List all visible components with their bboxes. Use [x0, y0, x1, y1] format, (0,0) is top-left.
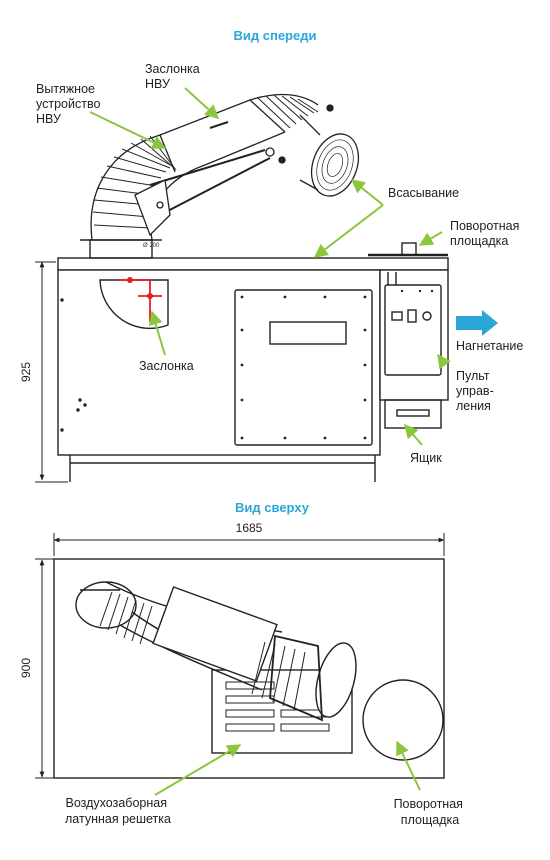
drawer	[384, 399, 442, 429]
depth-dimension	[35, 558, 54, 779]
label-damper: Заслонка	[139, 359, 194, 373]
top-leaders	[154, 740, 421, 796]
panel-bolts	[240, 295, 367, 440]
label-control-panel: Пульт управ- ления	[456, 369, 497, 413]
control-panel-box	[384, 284, 442, 376]
width-value: 1685	[236, 521, 263, 535]
turntable-top	[362, 679, 444, 761]
height-value: 925	[19, 362, 33, 382]
front-leaders	[89, 87, 451, 446]
label-turntable-top: Поворотная площадка	[394, 797, 467, 827]
front-view-title: Вид спереди	[234, 28, 317, 43]
top-view	[53, 558, 445, 779]
label-exhaust: Вытяжное устройство НВУ	[36, 82, 104, 126]
control-section	[379, 269, 449, 401]
top-view-title: Вид сверху	[235, 500, 310, 515]
height-dimension	[35, 261, 68, 483]
front-view	[57, 239, 449, 482]
label-box: Ящик	[410, 451, 442, 465]
table-top	[57, 257, 449, 271]
duct-rigid-section	[152, 586, 278, 682]
discharge-arrow	[456, 310, 498, 336]
label-turntable-front: Поворотная площадка	[450, 219, 523, 248]
depth-value: 900	[19, 658, 33, 678]
suction-nozzle	[310, 133, 360, 197]
label-discharge: Нагнетание	[456, 339, 523, 353]
exhaust-duct	[90, 93, 360, 241]
nozzle-top	[315, 642, 357, 718]
display-window	[269, 321, 347, 345]
label-suction: Всасывание	[388, 186, 459, 200]
width-dimension	[53, 533, 445, 556]
diameter-label: Ø 200	[143, 243, 160, 249]
label-damper-nvu: Заслонка НВУ	[145, 62, 203, 91]
label-grille: Воздухозаборная латунная решетка	[65, 796, 171, 826]
access-panel	[234, 289, 373, 446]
